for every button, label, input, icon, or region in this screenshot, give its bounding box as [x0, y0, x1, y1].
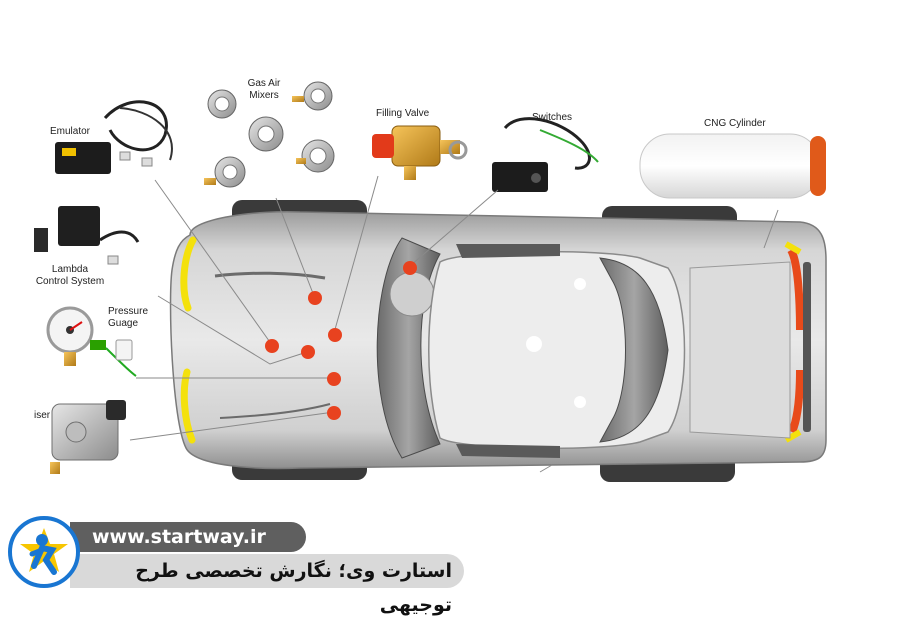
brand-caption: استارت وی؛ نگارش تخصصی طرح توجیهی	[70, 554, 464, 616]
brand-footer: www.startway.ir استارت وی؛ نگارش تخصصی ط…	[8, 516, 468, 616]
gas-air-mixers-image	[204, 81, 335, 188]
startway-logo-icon	[20, 528, 68, 575]
taillight-right	[788, 369, 804, 434]
label-gas-air-mixers: Gas Air Mixers	[234, 78, 294, 102]
label-reducer-partial: iser	[34, 410, 51, 421]
headlight-left	[180, 236, 197, 312]
marker-emulator	[265, 339, 279, 353]
marker-pressure-gauge	[327, 372, 341, 386]
label-cng-cylinder: CNG Cylinder	[704, 118, 766, 129]
label-lambda-line1: Lambda	[51, 264, 89, 275]
label-filling-valve: Filling Valve	[376, 108, 430, 119]
headlight-right	[180, 368, 196, 444]
label-lambda-line2: Control System	[35, 276, 105, 287]
label-pressure-line2: Guage	[108, 318, 139, 329]
taillight-left	[787, 247, 804, 331]
marker-lambda	[301, 345, 315, 359]
cng-kit-diagram	[34, 81, 827, 482]
pressure-gauge-image	[46, 306, 137, 377]
emulator-image	[55, 100, 173, 174]
leader-lines	[129, 175, 779, 473]
label-gas-air-mixers-line2: Mixers	[249, 90, 279, 101]
label-gas-air-mixers-line1: Gas Air	[247, 78, 281, 89]
marker-switches	[403, 261, 417, 275]
label-switches: Switches	[532, 112, 573, 123]
startway-logo	[8, 516, 80, 588]
marker-reducer	[327, 406, 341, 420]
marker-filling-valve	[328, 328, 342, 342]
label-emulator: Emulator	[50, 126, 91, 137]
cng-cylinder-image	[639, 133, 826, 199]
car-top-view	[169, 200, 827, 482]
label-pressure-guage: Pressure Guage	[108, 306, 148, 330]
rear-window	[599, 257, 669, 443]
label-lambda-control-system: Lambda Control System	[30, 264, 110, 288]
filling-valve-image	[372, 125, 468, 180]
reducer-image	[50, 400, 126, 474]
switches-image	[492, 117, 599, 192]
component-markers	[265, 261, 417, 420]
marker-gas-air-mixer	[308, 291, 322, 305]
brand-url[interactable]: www.startway.ir	[70, 522, 306, 552]
label-pressure-line1: Pressure	[108, 306, 149, 317]
lambda-control-image	[34, 206, 140, 265]
